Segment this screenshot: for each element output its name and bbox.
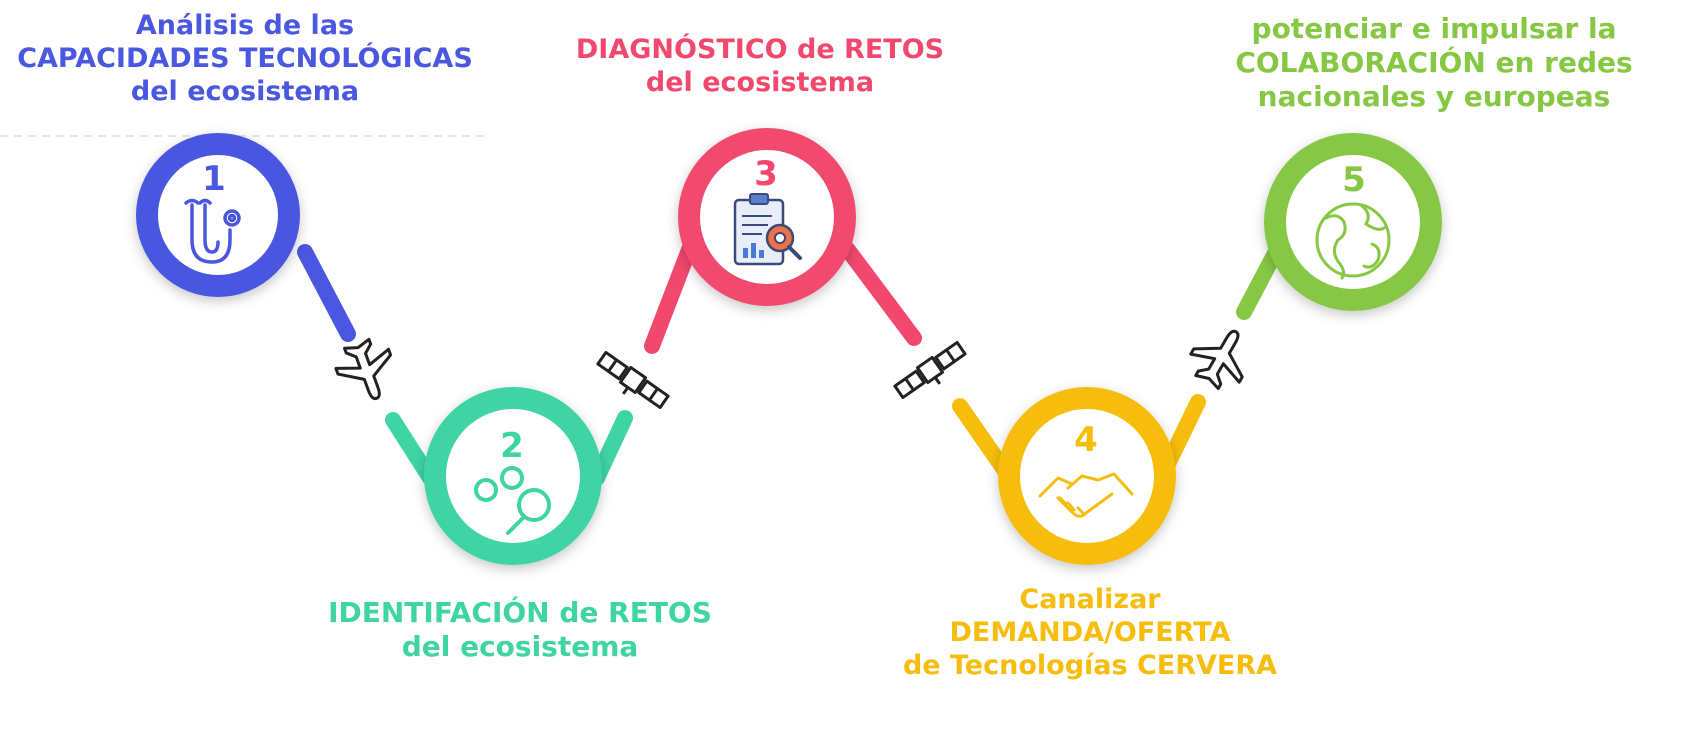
step-5: 5 [1264,133,1442,311]
step-5-number: 5 [1342,160,1366,200]
airplane-icon [334,337,393,401]
path-segment-3a [644,234,700,354]
satellite-icon [596,350,670,410]
step-4-label: Canalizar DEMANDA/OFERTA de Tecnologías … [880,584,1300,683]
path-segment-3b [840,242,922,346]
step-1: 1 [136,133,300,297]
step-2-ring [424,387,602,565]
step-1-number: 1 [202,159,226,199]
step-4: 4 [998,387,1176,565]
handshake-icon [1038,472,1134,518]
step-1-label-line: CAPACIDADES TECNOLÓGICAS [17,42,473,74]
step-3-label-line: DIAGNÓSTICO de RETOS [575,34,945,65]
search-people-icon [474,466,551,535]
step-5-label-line: COLABORACIÓN en redes [1235,46,1633,80]
step-1-label: Análisis de las CAPACIDADES TECNOLÓGICAS… [0,10,490,109]
globe-icon [1315,202,1391,280]
step-3: 3 [678,128,856,306]
step-3-label: DIAGNÓSTICO de RETOS del ecosistema [560,34,960,100]
step-2: 2 [424,387,602,565]
step-5-label-line: potenciar e impulsar la [1251,12,1617,45]
stethoscope-icon [184,198,241,264]
path-segment-1 [297,244,356,342]
step-2-label: IDENTIFACIÓN de RETOS del ecosistema [320,596,720,664]
satellite-icon [893,340,967,400]
path-segment-2a [385,412,438,486]
step-3-number: 3 [754,154,778,194]
clipboard-analysis-icon [733,193,802,266]
step-4-label-line: Canalizar [1019,584,1161,615]
step-4-label-line: de Tecnologías CERVERA [902,649,1278,681]
step-4-number: 4 [1074,420,1098,460]
step-1-label-line: del ecosistema [130,75,360,107]
step-3-label-line: del ecosistema [645,66,875,98]
step-2-label-line: del ecosistema [401,630,639,664]
airplane-icon [1189,329,1244,390]
step-1-label-line: Análisis de las [135,10,355,41]
path-segment-2b [589,410,633,486]
step-5-label-line: nacionales y europeas [1257,80,1611,114]
step-2-number: 2 [500,426,524,466]
step-1-ring [136,133,300,297]
step-4-label-line: DEMANDA/OFERTA [949,616,1231,648]
step-5-ring [1264,133,1442,311]
step-2-label-line: IDENTIFACIÓN de RETOS [328,596,712,629]
step-5-label: potenciar e impulsar la COLABORACIÓN en … [1180,12,1688,114]
